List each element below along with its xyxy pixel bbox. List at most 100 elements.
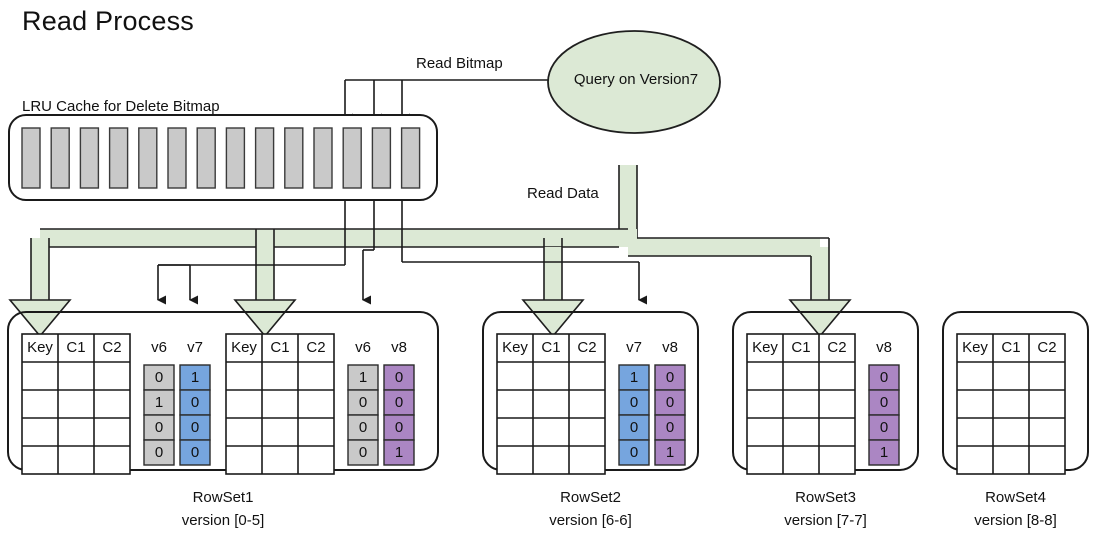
bitmap-cell-value: 0: [629, 419, 639, 436]
read-bitmap-wires: [157, 79, 647, 305]
bitmap-cell-value: 0: [394, 419, 404, 436]
lru-cache-cell: [254, 127, 275, 189]
rowset-table: [746, 333, 856, 475]
bitmap-cell-value: 0: [665, 394, 675, 411]
bitmap-cell-value: 1: [665, 444, 675, 461]
rowset-table: [225, 333, 335, 475]
lru-cache-cell: [108, 127, 129, 189]
bitmap-cell: [383, 364, 415, 391]
bitmap-cell-value: 0: [358, 394, 368, 411]
table-column-header: C2: [577, 339, 597, 356]
bitmap-column-label: v8: [876, 339, 892, 356]
bitmap-cell-value: 1: [358, 369, 368, 386]
table-column-header: Key: [27, 339, 53, 356]
bitmap-cell: [654, 414, 686, 441]
bitmap-column-label: v6: [355, 339, 371, 356]
table-column-header: C1: [791, 339, 811, 356]
lru-cache-label: LRU Cache for Delete Bitmap: [22, 98, 220, 115]
lru-cache-cell: [79, 127, 100, 189]
bitmap-cell-value: 1: [190, 369, 200, 386]
rowset-version-label: version [0-5]: [181, 512, 265, 529]
bitmap-cell-value: 0: [190, 419, 200, 436]
page-title: Read Process: [22, 6, 194, 36]
bitmap-cell-value: 0: [629, 394, 639, 411]
table-column-header: C2: [102, 339, 122, 356]
query-node-label: Query on Version7: [573, 71, 699, 88]
bitmap-cell: [618, 439, 650, 466]
rowset-name-label: RowSet1: [192, 489, 254, 506]
bitmap-cell: [868, 389, 900, 416]
lru-cache-cell: [138, 127, 158, 189]
table-column-header: C1: [66, 339, 86, 356]
query-node[interactable]: [547, 30, 721, 134]
table-column-header: Key: [752, 339, 778, 356]
bitmap-column-label: v8: [662, 339, 678, 356]
bitmap-column-label: v7: [187, 339, 203, 356]
bitmap-cell: [383, 439, 415, 466]
bitmap-cell-value: 0: [879, 369, 889, 386]
lru-cache-cell: [313, 127, 333, 189]
bitmap-cell: [618, 364, 650, 391]
bitmap-cell-value: 0: [665, 369, 675, 386]
lru-cache-cell: [225, 127, 246, 189]
bitmap-cell-value: 1: [394, 444, 404, 461]
rowset-table: [21, 333, 131, 475]
bitmap-cell-value: 1: [629, 369, 639, 386]
rowset-table: [496, 333, 606, 475]
table-column-header: C1: [1001, 339, 1021, 356]
bitmap-cell-value: 0: [358, 444, 368, 461]
bitmap-cell: [143, 414, 175, 441]
rowset-version-label: version [8-8]: [974, 512, 1057, 529]
bitmap-cell: [347, 414, 379, 441]
bitmap-cell-value: 0: [665, 419, 675, 436]
rowset-boxes: [7, 311, 1089, 475]
bitmap-cell: [383, 414, 415, 441]
lru-cache-cell: [50, 127, 70, 189]
lru-cache-cell: [342, 127, 362, 189]
bitmap-cell-value: 0: [394, 369, 404, 386]
lru-cache-cell: [167, 127, 187, 189]
bitmap-cell-value: 1: [154, 394, 164, 411]
lru-cache-cell: [196, 127, 216, 189]
bitmap-cell-value: 0: [154, 444, 164, 461]
bitmap-cell-value: 0: [358, 419, 368, 436]
bitmap-cell-value: 0: [154, 369, 164, 386]
bitmap-cell: [179, 364, 211, 391]
table-column-header: C1: [541, 339, 561, 356]
bitmap-cell: [868, 439, 900, 466]
lru-cache-cell: [21, 127, 41, 189]
bitmap-cell-value: 0: [190, 444, 200, 461]
bitmap-cell-value: 0: [190, 394, 200, 411]
table-column-header: Key: [502, 339, 528, 356]
bitmap-cell-value: 0: [879, 394, 889, 411]
lru-cache-cell: [284, 127, 304, 189]
read-data-label: Read Data: [527, 185, 599, 202]
bitmap-column-label: v8: [391, 339, 407, 356]
rowset-version-label: version [6-6]: [549, 512, 632, 529]
bitmap-cell: [179, 439, 211, 466]
read-data-pipe: [8, 165, 852, 338]
bitmap-column-label: v7: [626, 339, 642, 356]
bitmap-cell-value: 0: [879, 419, 889, 436]
bitmap-column-label: v6: [151, 339, 167, 356]
rowset-version-label: version [7-7]: [784, 512, 867, 529]
table-column-header: Key: [962, 339, 988, 356]
bitmap-cell-value: 1: [879, 444, 889, 461]
bitmap-cell: [618, 389, 650, 416]
rowset-name-label: RowSet2: [560, 489, 621, 506]
bitmap-cell: [618, 414, 650, 441]
bitmap-cell: [654, 439, 686, 466]
bitmap-cell-value: 0: [629, 444, 639, 461]
rowset-name-label: RowSet4: [985, 489, 1046, 506]
lru-cache-cell: [400, 127, 421, 189]
rowset-name-label: RowSet3: [795, 489, 856, 506]
bitmap-cell: [868, 364, 900, 391]
bitmap-cell: [383, 389, 415, 416]
table-column-header: C2: [306, 339, 326, 356]
table-column-header: C1: [270, 339, 290, 356]
bitmap-cell: [347, 439, 379, 466]
lru-cache-cells: [21, 127, 421, 189]
bitmap-cell-value: 0: [394, 394, 404, 411]
